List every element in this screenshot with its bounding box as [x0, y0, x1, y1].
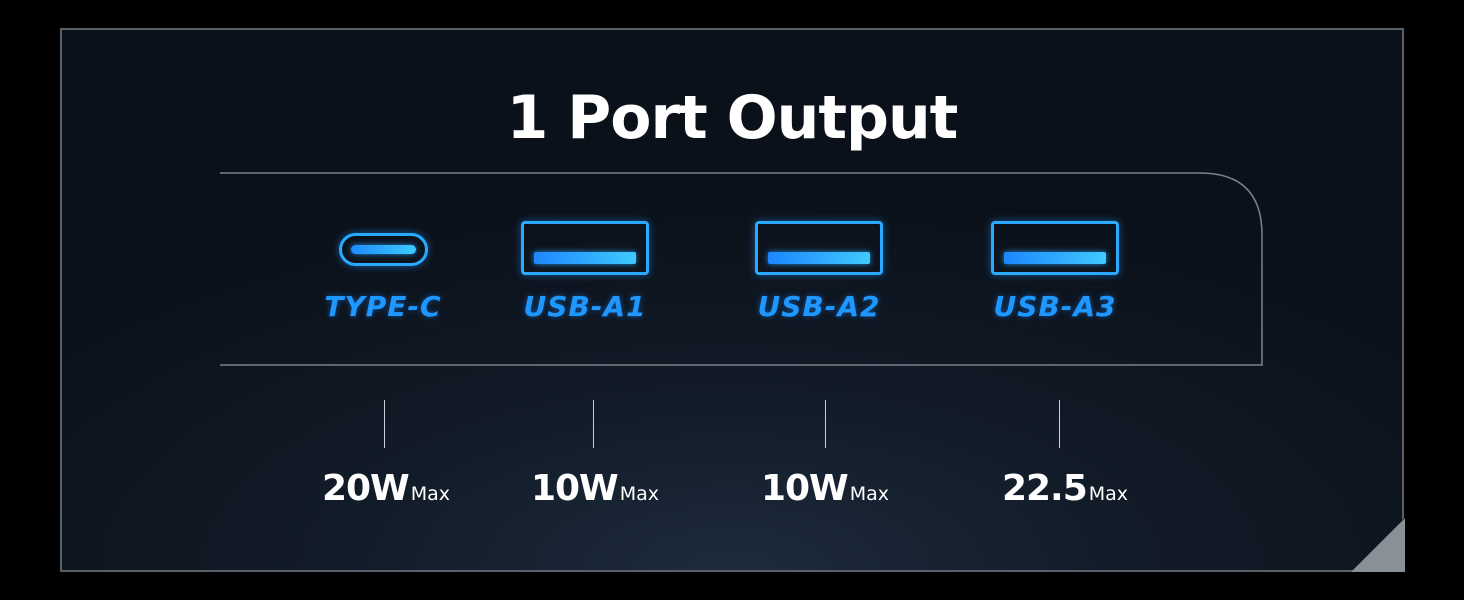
- port-label-type-c: TYPE-C: [324, 290, 442, 323]
- power-unit: Max: [1088, 483, 1129, 505]
- usb-c-port-icon: [339, 233, 428, 266]
- page-title: 1 Port Output: [506, 83, 959, 153]
- power-number: 10W: [760, 468, 849, 509]
- power-unit: Max: [619, 483, 660, 505]
- connector-line: [384, 400, 385, 448]
- connector-line: [593, 400, 594, 448]
- power-number: 10W: [530, 468, 619, 509]
- connector-line: [1059, 400, 1060, 448]
- port-label-usb-a2: USB-A2: [757, 290, 881, 323]
- usb-a3-port-icon: [991, 221, 1119, 275]
- usb-a1-port-icon: [521, 221, 649, 275]
- power-number: 22.5: [1001, 468, 1088, 509]
- port-label-usb-a1: USB-A1: [523, 290, 647, 323]
- power-number: 20W: [321, 468, 410, 509]
- power-unit: Max: [849, 483, 890, 505]
- connector-line: [825, 400, 826, 448]
- usb-a2-port-icon: [755, 221, 883, 275]
- port-label-usb-a3: USB-A3: [993, 290, 1117, 323]
- power-unit: Max: [410, 483, 451, 505]
